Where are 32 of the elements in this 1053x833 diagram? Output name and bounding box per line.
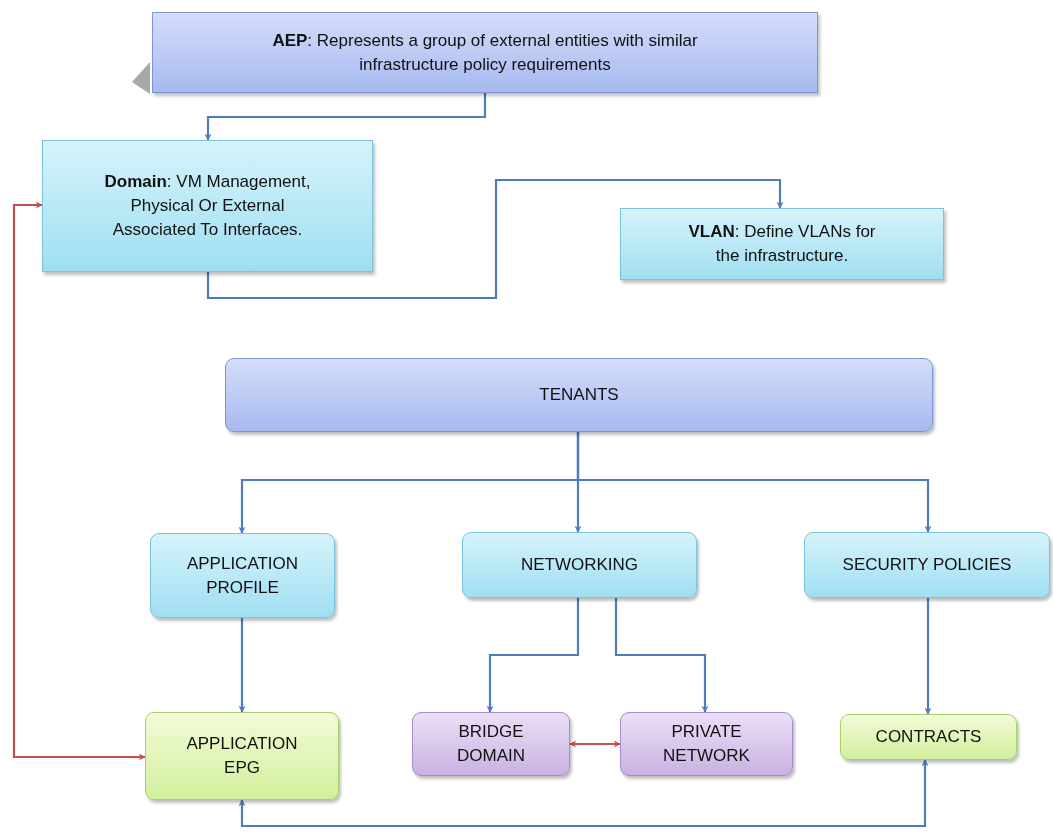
arrow <box>238 618 246 713</box>
box-text: APPLICATION EPG <box>186 733 298 779</box>
arrow <box>204 93 487 141</box>
process-box <box>42 140 373 272</box>
box-text: NETWORKING <box>520 554 639 577</box>
result-box <box>840 714 1017 760</box>
arrow <box>614 598 709 713</box>
result-box <box>145 712 339 800</box>
process-box <box>150 533 335 618</box>
process-box <box>804 532 1050 598</box>
arrow <box>569 740 621 748</box>
box-text: BRIDGE DOMAIN <box>456 721 526 767</box>
arrow <box>238 759 929 828</box>
box-text: AEP: Represents a group of external entities with similar infrastructure policy requirements <box>271 29 699 76</box>
arrow <box>206 178 784 300</box>
network-box <box>412 712 570 776</box>
title-box <box>225 358 933 432</box>
box-text: CONTRACTS <box>875 726 982 749</box>
arrow <box>12 201 146 761</box>
box-text: PRIVATE NETWORK <box>662 721 751 767</box>
network-box <box>620 712 793 776</box>
title-box <box>152 12 818 93</box>
box-text: APPLICATION PROFILE <box>185 552 300 599</box>
box-text: SECURITY POLICIES <box>842 554 1012 577</box>
box-text: Domain: VM Management, Physical Or External Associated To Interfaces. <box>103 171 312 241</box>
arrow <box>486 598 580 713</box>
box-text: TENANTS <box>539 384 619 407</box>
process-box <box>620 208 944 280</box>
box-text: VLAN: Define VLANs for the infrastructure. <box>687 221 877 267</box>
arrow <box>576 432 932 533</box>
process-box <box>462 532 697 598</box>
arrow <box>924 598 932 715</box>
